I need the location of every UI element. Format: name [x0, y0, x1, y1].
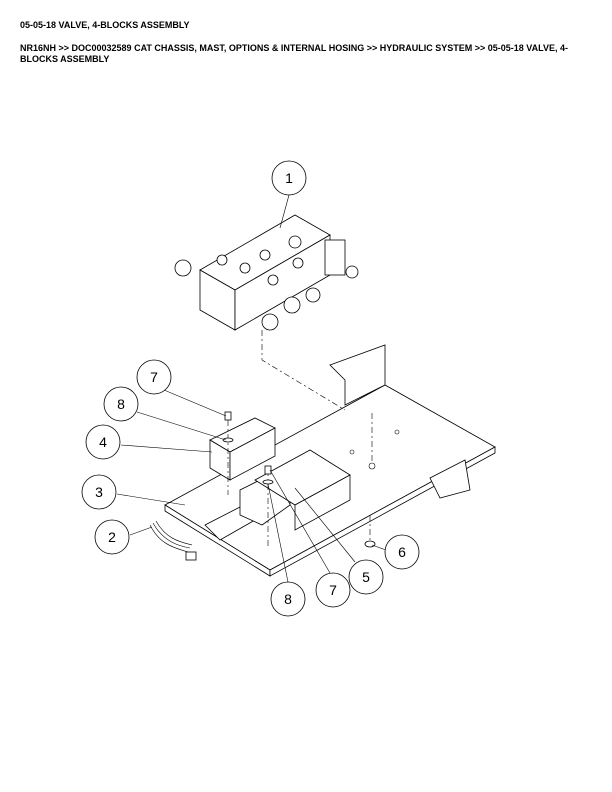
- washer: [262, 479, 274, 485]
- valve-block: [174, 214, 359, 331]
- callout-8b[interactable]: 8: [270, 581, 306, 617]
- callout-2[interactable]: 2: [94, 519, 130, 555]
- svg-text:7: 7: [150, 369, 158, 385]
- washer: [222, 437, 234, 443]
- svg-text:8: 8: [117, 396, 125, 412]
- callout-3[interactable]: 3: [81, 474, 117, 510]
- svg-text:5: 5: [362, 569, 370, 585]
- svg-text:6: 6: [398, 544, 406, 560]
- callout-8[interactable]: 8: [103, 386, 139, 422]
- callout-4[interactable]: 4: [85, 424, 121, 460]
- svg-text:4: 4: [99, 434, 107, 450]
- callout-1[interactable]: 1: [271, 160, 307, 196]
- wire-harness: [149, 520, 197, 561]
- callout-5[interactable]: 5: [348, 559, 384, 595]
- svg-text:7: 7: [329, 582, 337, 598]
- bolt: [364, 540, 376, 548]
- callout-7[interactable]: 7: [136, 359, 172, 395]
- svg-text:3: 3: [95, 484, 103, 500]
- callout-6[interactable]: 6: [384, 534, 420, 570]
- svg-text:8: 8: [284, 591, 292, 607]
- page-title: 05-05-18 VALVE, 4-BLOCKS ASSEMBLY: [20, 20, 190, 30]
- callout-7b[interactable]: 7: [315, 572, 351, 608]
- breadcrumb: NR16NH >> DOC00032589 CAT CHASSIS, MAST,…: [20, 43, 568, 64]
- screw: [224, 411, 232, 421]
- screw: [264, 465, 272, 475]
- cover: [254, 449, 351, 531]
- svg-text:1: 1: [285, 170, 293, 186]
- svg-text:2: 2: [108, 529, 116, 545]
